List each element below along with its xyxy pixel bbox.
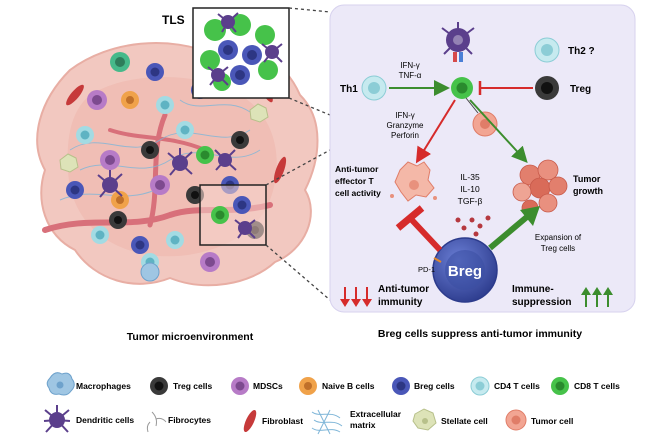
svg-text:Extracellular: Extracellular <box>350 409 402 419</box>
expansion-line2: Treg cells <box>541 244 575 253</box>
fibrocyte-icon <box>146 411 167 433</box>
svg-text:Tumor cell: Tumor cell <box>531 416 573 426</box>
breg-panel-caption: Breg cells suppress anti-tumor immunity <box>378 328 582 340</box>
legend-item-cd8: CD8 T cells <box>551 377 620 395</box>
extracellular-matrix-icon <box>311 409 343 435</box>
svg-text:Naive B cells: Naive B cells <box>322 381 375 391</box>
il10-label: IL-10 <box>460 184 480 194</box>
dendritic-cell-icon <box>43 405 71 433</box>
th2-label: Th2 ? <box>568 46 595 57</box>
up-arrows-icon <box>581 287 613 307</box>
legend-item-mdsc: MDSCs <box>231 377 283 395</box>
svg-text:Stellate cell: Stellate cell <box>441 416 488 426</box>
immune-suppression-line2: suppression <box>512 297 571 308</box>
svg-text:CD8 T cells: CD8 T cells <box>574 381 620 391</box>
legend-item-fibroblast: Fibroblast <box>243 409 303 433</box>
svg-text:Fibrocytes: Fibrocytes <box>168 415 211 425</box>
secreted-cytokines <box>455 215 491 237</box>
legend-item-ecm: Extracellular matrix <box>311 409 402 435</box>
legend-item-stellate: Stellate cell <box>412 408 488 431</box>
tls-zoom-box <box>192 7 290 99</box>
legend: Macrophages Treg cells MDSCs Naive B cel… <box>43 372 620 435</box>
legend-item-macrophages: Macrophages <box>46 372 131 396</box>
anti-tumor-immunity-line1: Anti-tumor <box>378 284 429 295</box>
svg-text:Treg cells: Treg cells <box>173 381 212 391</box>
th1-label: Th1 <box>340 84 358 95</box>
anti-tumor-effector-line2: effector T <box>335 176 375 186</box>
anti-tumor-immunity-line2: immunity <box>378 297 423 308</box>
pd1-label: PD-1 <box>418 265 435 274</box>
down-arrows-icon <box>340 287 372 307</box>
legend-item-tumor: Tumor cell <box>505 409 573 431</box>
legend-item-fibrocytes: Fibrocytes <box>146 411 211 433</box>
legend-item-breg: Breg cells <box>392 377 455 395</box>
svg-text:Fibroblast: Fibroblast <box>262 416 303 426</box>
svg-text:Macrophages: Macrophages <box>76 381 131 391</box>
anti-tumor-effector-line3: cell activity <box>335 188 381 198</box>
dying-tumor-cell <box>390 161 437 202</box>
svg-text:CD4 T cells: CD4 T cells <box>494 381 540 391</box>
ifn-gamma-label: IFN-γ <box>400 61 420 70</box>
expansion-line1: Expansion of <box>535 233 582 242</box>
tnf-alpha-label: TNF-α <box>399 71 422 80</box>
breg-label: Breg <box>448 263 482 280</box>
anti-tumor-effector-line1: Anti-tumor <box>335 164 379 174</box>
legend-item-cd4: CD4 T cells <box>470 376 540 396</box>
tgf-beta-label: TGF-β <box>458 196 483 206</box>
breg-promotion-arrow <box>488 213 530 251</box>
blood-vessel <box>147 112 168 228</box>
granzyme-label: Granzyme <box>387 121 424 130</box>
breg-mechanism-panel: Th1 IFN-γ TNF-α Th2 ? Treg IFN-γ Granzym… <box>329 4 636 340</box>
il35-label: IL-35 <box>460 172 480 182</box>
zoom-connectors <box>265 7 331 301</box>
svg-text:matrix: matrix <box>350 420 376 430</box>
legend-item-dendritic: Dendritic cells <box>43 405 134 433</box>
dendritic-cell <box>441 22 475 55</box>
breg-inhibition-arrow <box>407 215 443 253</box>
legend-item-treg: Treg cells <box>150 377 212 395</box>
tumor-growth-line1: Tumor <box>573 174 601 184</box>
svg-text:Breg cells: Breg cells <box>414 381 455 391</box>
svg-text:Dendritic cells: Dendritic cells <box>76 415 134 425</box>
breg-zoom-box <box>199 184 267 246</box>
ifn-gamma-cytotoxic: IFN-γ <box>395 111 415 120</box>
tumor-microenvironment-caption: Tumor microenvironment <box>127 331 254 343</box>
legend-item-naive-b: Naive B cells <box>299 377 375 395</box>
tumor-microenvironment-illustration: TLS Tumor microenvironment <box>36 7 319 343</box>
immune-suppression-line1: Immune- <box>512 284 554 295</box>
fibroblast-icon <box>243 409 257 433</box>
tls-label: TLS <box>162 13 185 27</box>
svg-text:MDSCs: MDSCs <box>253 381 283 391</box>
treg-label: Treg <box>570 84 591 95</box>
perforin-label: Perforin <box>391 131 419 140</box>
tumor-growth-line2: growth <box>573 186 603 196</box>
